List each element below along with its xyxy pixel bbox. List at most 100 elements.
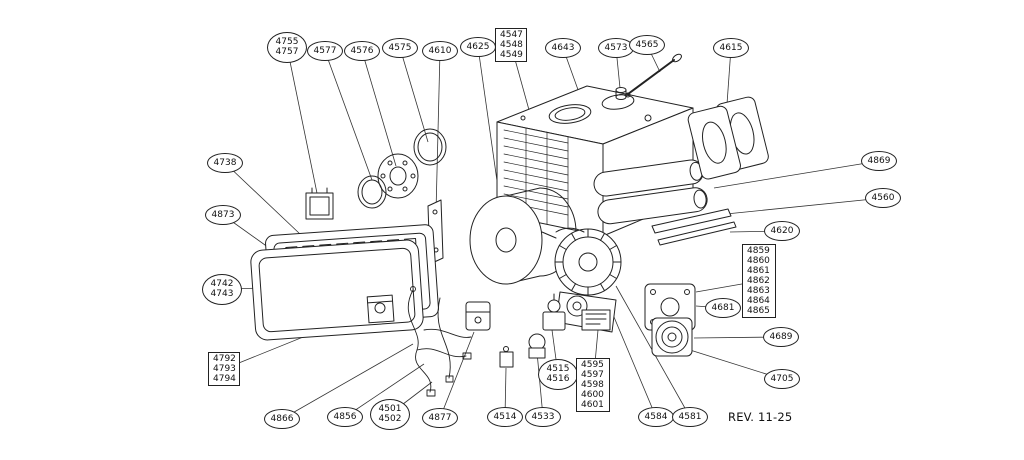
callout-4620: 4620	[764, 221, 800, 241]
part-number: 4865	[747, 306, 770, 317]
blower-impeller	[554, 228, 622, 296]
part-number: 4877	[428, 412, 452, 423]
part-number: 4757	[275, 47, 299, 57]
part-number: 4575	[388, 42, 412, 53]
part-number: 4515	[546, 363, 570, 374]
part-number: 4705	[770, 373, 794, 384]
part-number: 4643	[551, 42, 575, 53]
callout-4565: 4565	[629, 35, 665, 55]
part-number: 4742	[210, 278, 234, 289]
callout-4615: 4615	[713, 38, 749, 58]
part-number: 4548	[500, 39, 523, 50]
part-number: 4859	[747, 245, 770, 256]
vent-grille	[503, 127, 569, 230]
callout-4856: 4856	[327, 407, 363, 427]
part-number: 4861	[747, 265, 770, 276]
part-number: 4565	[635, 39, 659, 50]
part-number: 4560	[871, 192, 895, 203]
part-number: 4792	[213, 353, 236, 364]
callout-4577: 4577	[307, 41, 343, 61]
callout-4575: 4575	[382, 38, 418, 58]
part-number: 4620	[770, 225, 794, 236]
gasket-rings	[357, 128, 447, 209]
callout-4560: 4560	[865, 188, 901, 208]
leader-line	[224, 162, 301, 235]
part-number: 4576	[350, 45, 374, 56]
callout-4581: 4581	[672, 407, 708, 427]
part-number: 4793	[213, 363, 236, 374]
part-number: 4689	[769, 331, 793, 342]
callout-4514: 4514	[487, 407, 523, 427]
furnace-assembly-drawing	[250, 53, 769, 397]
part-number: 4514	[493, 411, 517, 422]
part-number: 4533	[531, 411, 555, 422]
leader-line	[439, 331, 475, 419]
part-number: 4743	[210, 289, 234, 299]
relay-bracket	[465, 301, 491, 331]
access-door	[250, 239, 424, 341]
part-number: 4681	[711, 302, 735, 313]
circuit-board	[581, 309, 611, 331]
callout-4610: 4610	[422, 41, 458, 61]
part-number: 4610	[428, 45, 452, 56]
part-number: 4549	[500, 50, 523, 61]
callout-4681: 4681	[705, 298, 741, 318]
callout-4877: 4877	[422, 408, 458, 428]
part-number: 4625	[466, 41, 490, 52]
door-latch	[366, 294, 395, 324]
callout-4643: 4643	[545, 38, 581, 58]
gasket-plates	[651, 208, 737, 246]
exchanger-tubes	[593, 159, 708, 225]
leader-line	[725, 197, 884, 215]
part-number: 4595	[581, 359, 604, 370]
burner-rod	[625, 53, 682, 98]
wiring-harness	[407, 286, 472, 397]
limit-switch	[528, 333, 546, 359]
part-number: 4573	[604, 42, 628, 53]
top-openings	[520, 94, 652, 124]
callout-4869: 4869	[861, 151, 897, 171]
misc-links	[541, 227, 585, 239]
callout-4625: 4625	[460, 37, 496, 57]
part-number: 4864	[747, 296, 770, 307]
part-number: 4856	[333, 411, 357, 422]
part-number: 4873	[211, 209, 235, 220]
leader-line	[477, 46, 501, 203]
part-number: 4615	[719, 42, 743, 53]
callout-4689: 4689	[763, 327, 799, 347]
callout-4576: 4576	[344, 41, 380, 61]
gas-valve	[542, 293, 566, 331]
callout-4873: 4873	[205, 205, 241, 225]
leader-line	[399, 47, 429, 143]
micro-switch	[499, 346, 514, 368]
part-number: 4866	[270, 413, 294, 424]
leader-line	[713, 160, 880, 189]
callout-4866: 4866	[264, 409, 300, 429]
part-number: 4862	[747, 275, 770, 286]
part-number: 4597	[581, 369, 604, 380]
callout-4738: 4738	[207, 153, 243, 173]
leader-line	[281, 343, 414, 420]
part-number: 4581	[678, 411, 702, 422]
part-number: 4501	[378, 403, 402, 414]
part-number: 4502	[378, 414, 402, 424]
part-number: 4794	[213, 374, 236, 385]
part-number: 4577	[313, 45, 337, 56]
callout-4584: 4584	[638, 407, 674, 427]
part-number: 4598	[581, 379, 604, 390]
part-number: 4516	[546, 374, 570, 384]
side-plate-front	[687, 105, 741, 180]
leader-line	[361, 50, 397, 167]
leader-line	[536, 351, 544, 418]
part-number: 4600	[581, 390, 604, 401]
part-number: 4601	[581, 400, 604, 411]
